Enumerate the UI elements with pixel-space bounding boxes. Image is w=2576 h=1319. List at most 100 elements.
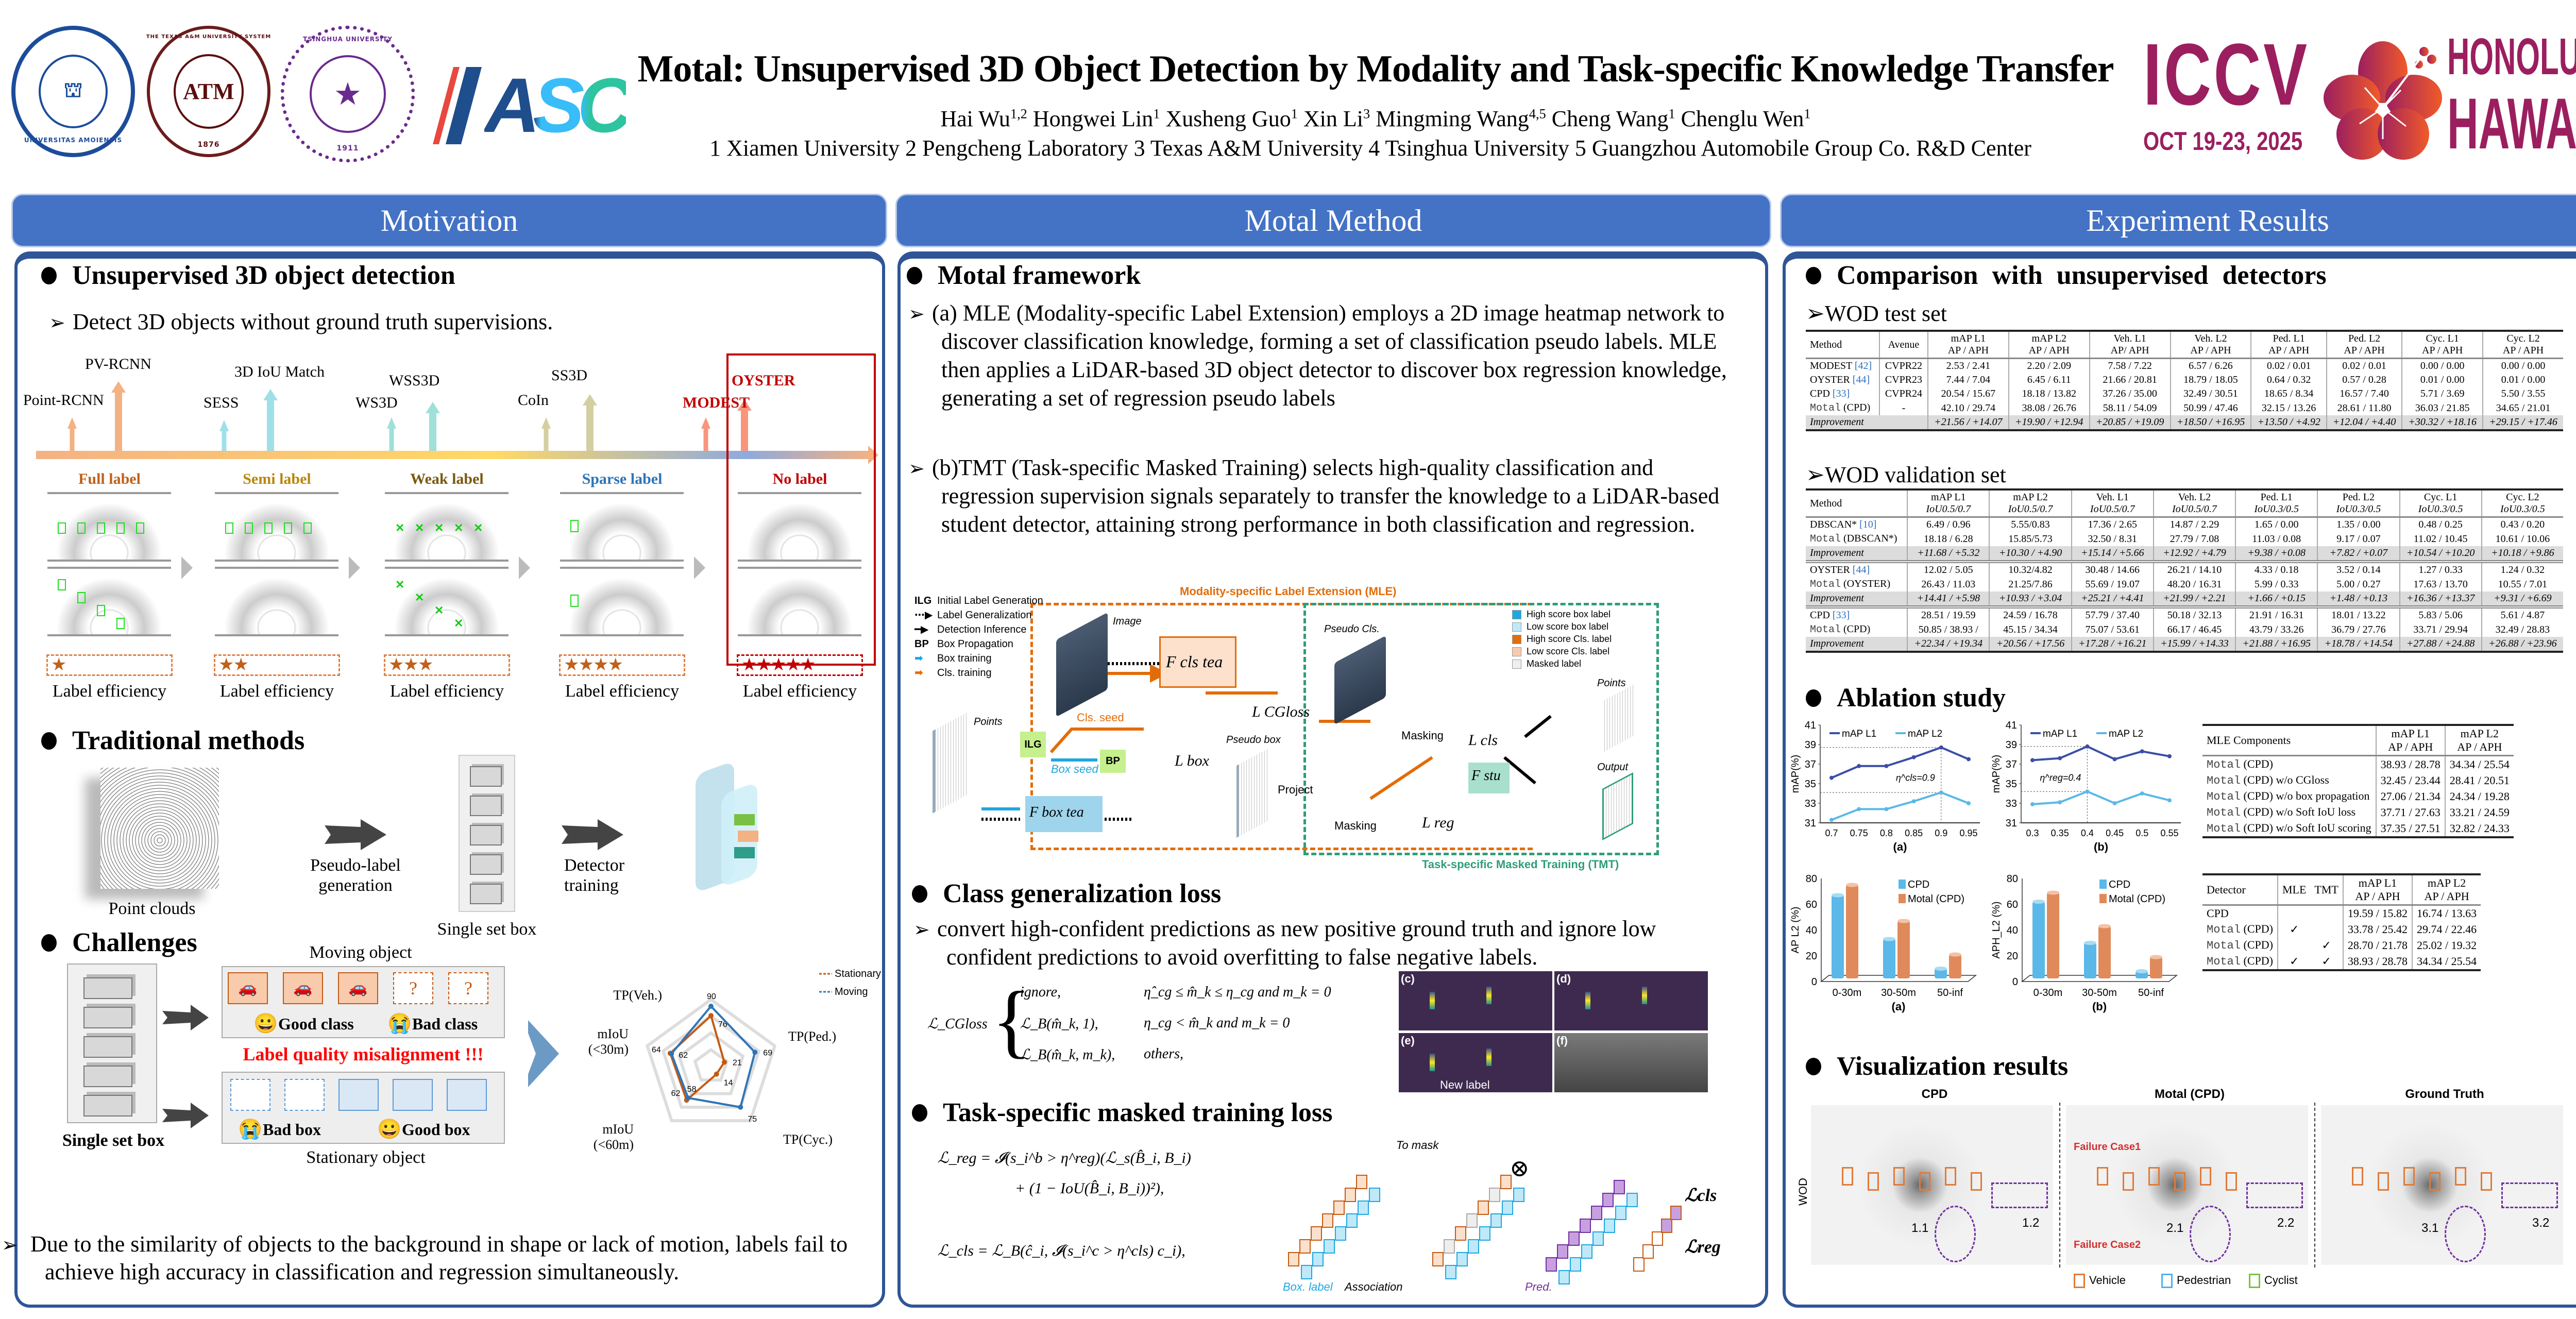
table-cell: 4.33 / 0.18 — [2235, 562, 2318, 577]
table-cell: 37.35 / 27.51 — [2375, 820, 2445, 838]
x-tick-label: 0.9 — [1935, 828, 1947, 838]
y-tick-label: 80 — [1806, 873, 1817, 885]
method-name: MODEST — [1810, 360, 1852, 371]
legend-text: High score Cls. label — [1527, 634, 1612, 644]
label-box-icon — [284, 522, 292, 534]
table-cell: 6.49 / 0.96 — [1907, 517, 1990, 532]
table-cell: 7.58 / 7.22 — [2089, 358, 2171, 373]
table-cell: 50.18 / 32.13 — [2153, 607, 2236, 622]
point-cloud-thumbnail — [738, 567, 861, 636]
citation-link[interactable]: [44] — [1852, 374, 1870, 385]
citation-link[interactable]: [33] — [1832, 388, 1850, 399]
citation-link[interactable]: [10] — [1859, 519, 1877, 530]
column-header: Detector — [2202, 873, 2278, 906]
citation-link[interactable]: [44] — [1852, 564, 1870, 576]
box-icon — [470, 884, 502, 904]
box-icon — [83, 1066, 132, 1087]
table-cell: Improvement — [1806, 591, 1908, 607]
table-cell: +21.99 / +2.21 — [2153, 591, 2236, 607]
legend-text: High score box label — [1527, 609, 1611, 619]
result-cube — [1652, 1231, 1663, 1246]
table-cell: 6.45 / 6.11 — [2008, 373, 2090, 387]
method-variant: (CPD) — [2243, 954, 2273, 967]
x-tick-label: 30-50m — [2082, 987, 2117, 999]
table-cell: 28.61 / 11.80 — [2326, 401, 2402, 415]
header-subline: AP / APH — [2355, 890, 2400, 903]
region-mark: 1.1 — [1911, 1221, 1929, 1235]
author-affiliation-index: 3 — [1363, 106, 1370, 122]
table-cell: Motal (CPD) — [2202, 756, 2376, 773]
box-label-caption: Box. label — [1283, 1280, 1333, 1293]
table-cell: 2.53 / 2.41 — [1927, 358, 2009, 373]
improvement-value: +18.50 / +16.95 — [2170, 415, 2251, 431]
header-line: Cyc. L2 — [2506, 333, 2540, 344]
label-efficiency-caption: Label efficiency — [389, 682, 504, 701]
method-variant: (DBSCAN*) — [1843, 533, 1897, 544]
table-cell: 0.01 / 0.00 — [2401, 373, 2483, 387]
table-cell: 38.93 / 28.78 — [2375, 755, 2445, 772]
data-point — [1939, 745, 1943, 750]
cls-label-cube — [1288, 1252, 1299, 1266]
method-name: CPD — [1810, 388, 1830, 399]
paradigm-label: Sparse label — [582, 470, 663, 487]
box-label-cube — [1468, 1239, 1479, 1254]
table-cell: +1.48 / +0.13 — [2317, 591, 2400, 607]
masked-cube — [1466, 1213, 1478, 1228]
region-mark: 2.1 — [2166, 1221, 2184, 1235]
radar-value-label: 62 — [679, 1051, 688, 1060]
box-label-cube — [1358, 1200, 1369, 1215]
image-label: Image — [1113, 616, 1142, 627]
table-cell: +20.56 / +17.56 — [1989, 637, 2072, 653]
header-subline: AP / APH — [2028, 345, 2070, 356]
bar-cap — [2084, 941, 2096, 945]
data-point — [1829, 818, 1834, 822]
bullet-icon — [912, 885, 927, 903]
table-cell: 36.79 / 27.76 — [2317, 622, 2400, 637]
cgloss-label: L CGloss — [1252, 703, 1310, 720]
y-tick-label: 20 — [1806, 951, 1817, 962]
table-cell: - — [1878, 401, 1928, 415]
box-label-cube — [1502, 1200, 1513, 1215]
citation-link[interactable]: [42] — [1854, 360, 1872, 371]
star-icon: ★ — [233, 655, 249, 674]
x-tick-label: 0.85 — [1905, 828, 1923, 838]
legend-label: mAP L2 — [2109, 729, 2143, 739]
vehicle-box-icon — [1919, 1172, 1930, 1191]
improvement-value: +29.15 / +17.46 — [2482, 415, 2563, 431]
table-cell: 15.85/5.73 — [1989, 532, 2072, 546]
heatmap-panels: (c)(d)(e)(f)New label — [1399, 971, 1708, 1092]
table-cell: 5.55/0.83 — [1989, 517, 2072, 532]
radar-value-label: 21 — [733, 1059, 742, 1068]
table-cell: 32.45 / 23.44 — [2375, 772, 2445, 788]
table-cell: +27.88 / +24.88 — [2399, 637, 2482, 653]
heatmap-peak — [1430, 1054, 1435, 1071]
data-point — [2030, 758, 2035, 763]
to-mask-label: To mask — [1396, 1139, 1439, 1152]
timeline-method-label: 3D IoU Match — [234, 363, 325, 380]
cls-label-cube — [1345, 1188, 1356, 1202]
radar-axis-label: TP(Veh.) — [613, 988, 662, 1003]
header-subline: AP / APH — [2457, 740, 2502, 753]
header-subline: AP / APH — [2388, 740, 2433, 753]
pred-cube — [1591, 1206, 1602, 1220]
legend-text: Masked label — [1527, 658, 1582, 669]
star-rating: ★★ — [214, 654, 340, 676]
table-cell: 21.25/7.86 — [1989, 577, 2072, 591]
reg-loss-formula-line2: + (1 − IoU(B̂_i, B_i))²), — [1015, 1180, 1164, 1197]
header-subline: AP / APH — [2422, 345, 2463, 356]
point-cloud-thumbnail — [738, 492, 861, 562]
heading-class-generalization: Class generalization loss — [912, 878, 1221, 909]
timeline-arrow — [389, 428, 394, 451]
table-cell: 9.17 / 0.07 — [2317, 532, 2400, 546]
radar-point — [708, 1013, 714, 1019]
method-name: Motal — [2207, 923, 2241, 936]
cube-swatch-icon — [1512, 622, 1521, 632]
cls-label-cube — [1311, 1226, 1322, 1241]
citation-link[interactable]: [33] — [1832, 610, 1850, 621]
legend-label: mAP L1 — [1842, 729, 1876, 739]
y-tick-label: 41 — [2006, 720, 2017, 731]
